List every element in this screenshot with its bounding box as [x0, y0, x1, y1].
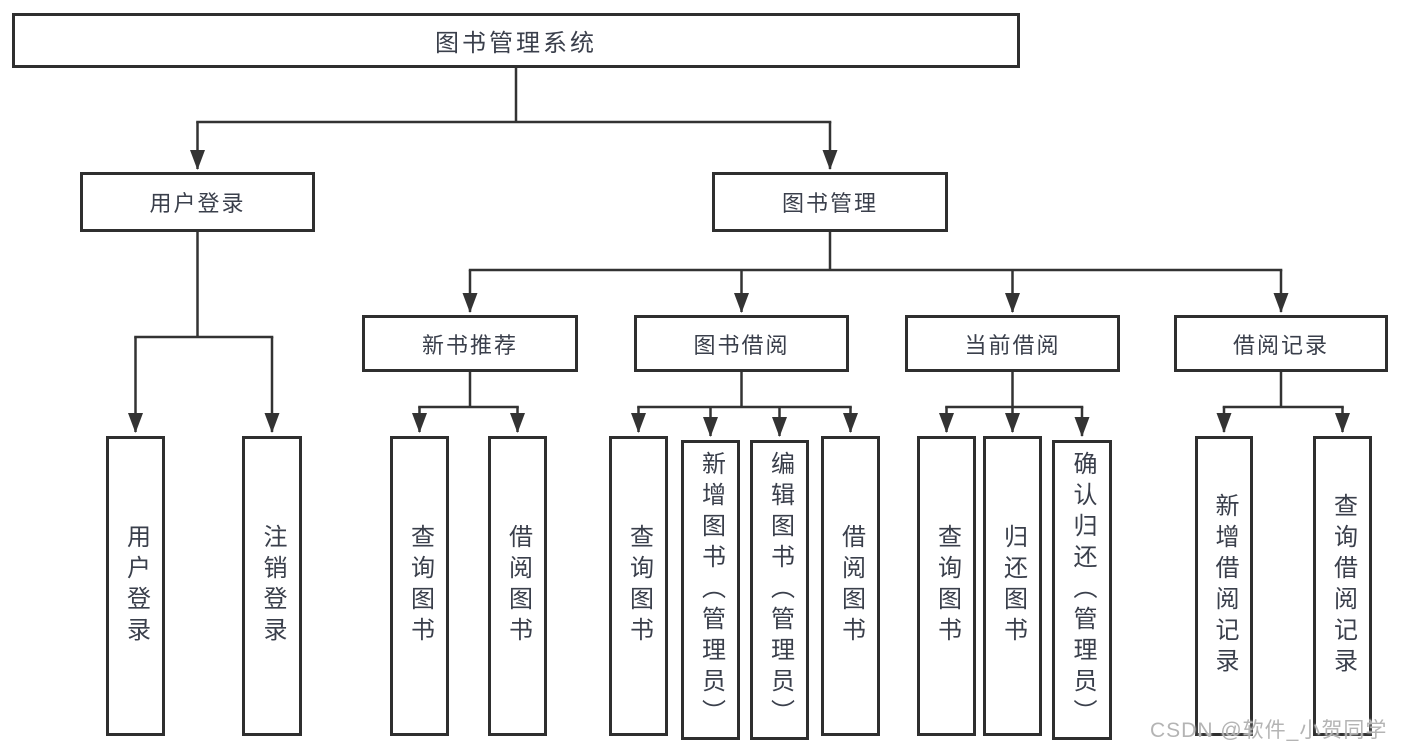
- node-book-borrow: 图书借阅: [634, 315, 849, 372]
- leaf-return-book: 归还图书: [983, 436, 1042, 736]
- leaf-edit-book-admin: 编辑图书（管理员）: [750, 440, 809, 740]
- node-label: 归还图书: [999, 524, 1027, 648]
- node-label: 图书借阅: [693, 332, 790, 358]
- leaf-query-books-borrow: 查询图书: [609, 436, 668, 736]
- node-label: 确认归还（管理员）: [1069, 450, 1096, 730]
- csdn-watermark: CSDN @软件_小贺同学: [1150, 719, 1388, 742]
- node-label: 借阅记录: [1232, 332, 1329, 358]
- node-current-borrow: 当前借阅: [905, 315, 1120, 372]
- node-label: 查询图书: [933, 524, 961, 648]
- leaf-add-borrow-record: 新增借阅记录: [1195, 436, 1253, 736]
- node-borrow-records: 借阅记录: [1174, 315, 1388, 372]
- node-label: 当前借阅: [964, 332, 1061, 358]
- node-label: 查询借阅记录: [1329, 493, 1357, 679]
- node-label: 图书管理: [781, 191, 878, 216]
- node-new-book-recommend: 新书推荐: [362, 315, 578, 372]
- node-label: 注销登录: [259, 524, 286, 648]
- node-label: 新增借阅记录: [1211, 493, 1238, 679]
- leaf-user-login: 用户登录: [106, 436, 165, 736]
- node-book-management: 图书管理: [712, 172, 948, 232]
- node-label: 用户登录: [122, 524, 150, 648]
- node-user-login: 用户登录: [80, 172, 315, 232]
- leaf-logout: 注销登录: [242, 436, 302, 736]
- node-label: 借阅图书: [837, 524, 865, 648]
- leaf-query-books-recommend: 查询图书: [390, 436, 449, 736]
- node-label: 借阅图书: [504, 524, 532, 648]
- leaf-borrow-books-recommend: 借阅图书: [488, 436, 547, 736]
- leaf-add-book-admin: 新增图书（管理员）: [681, 440, 740, 740]
- node-label: 查询图书: [625, 524, 653, 648]
- node-label: 新增图书（管理员）: [697, 450, 725, 730]
- node-label: 查询图书: [406, 524, 434, 648]
- leaf-query-borrow-record: 查询借阅记录: [1313, 436, 1372, 736]
- leaf-query-books-current: 查询图书: [917, 436, 976, 736]
- node-label: 编辑图书（管理员）: [766, 450, 794, 730]
- node-label: 用户登录: [149, 191, 246, 216]
- leaf-confirm-return-admin: 确认归还（管理员）: [1052, 440, 1112, 740]
- node-label: 图书管理系统: [435, 30, 597, 57]
- leaf-borrow-books: 借阅图书: [821, 436, 880, 736]
- node-root-library-system: 图书管理系统: [12, 13, 1020, 68]
- node-label: 新书推荐: [421, 332, 518, 358]
